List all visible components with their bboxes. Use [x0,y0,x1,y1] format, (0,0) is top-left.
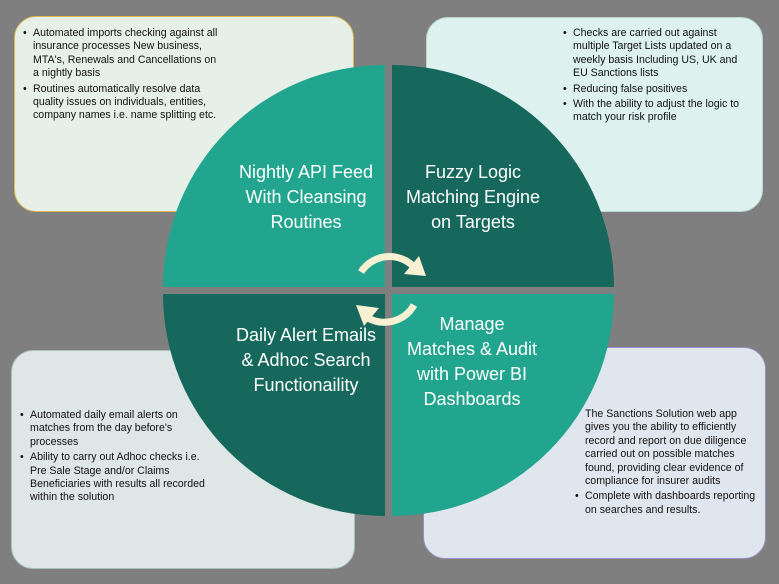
bullet-list: Checks are carried out against multiple … [563,27,753,127]
bullet-item: Automated imports checking against all i… [23,27,223,81]
bullet-item: Ability to carry out Adhoc checks i.e. P… [20,451,210,505]
quadrant-title-bottom-right: Manage Matches & Audit with Power BI Das… [406,314,538,409]
quadrant-title-top-right: Fuzzy Logic Matching Engine on Targets [405,162,541,232]
bullet-item: Routines automatically resolve data qual… [23,83,223,123]
quadrant-top-right [392,65,614,287]
bullet-item: With the ability to adjust the logic to … [563,98,753,125]
bullet-item: Complete with dashboards reporting on se… [575,490,759,517]
bullet-list: The Sanctions Solution web app gives you… [575,408,759,519]
quadrant-bottom-right [392,294,614,516]
quadrant-title-top-left: Nightly API Feed With Cleansing Routines [238,162,374,232]
quadrant-bottom-left [163,294,385,516]
callout-bottom-left: Automated daily email alerts on matches … [11,350,355,569]
quadrant-top-left [163,65,385,287]
bullet-list: Automated daily email alerts on matches … [20,409,210,507]
cycle-arrows-icon [356,253,426,326]
bullet-item: The Sanctions Solution web app gives you… [575,408,759,488]
bullet-item: Checks are carried out against multiple … [563,27,753,81]
bullet-list: Automated imports checking against all i… [23,27,223,125]
bullet-item: Automated daily email alerts on matches … [20,409,210,449]
bullet-item: Reducing false positives [563,83,753,97]
quadrant-title-bottom-left: Daily Alert Emails & Adhoc Search Functi… [235,325,377,395]
